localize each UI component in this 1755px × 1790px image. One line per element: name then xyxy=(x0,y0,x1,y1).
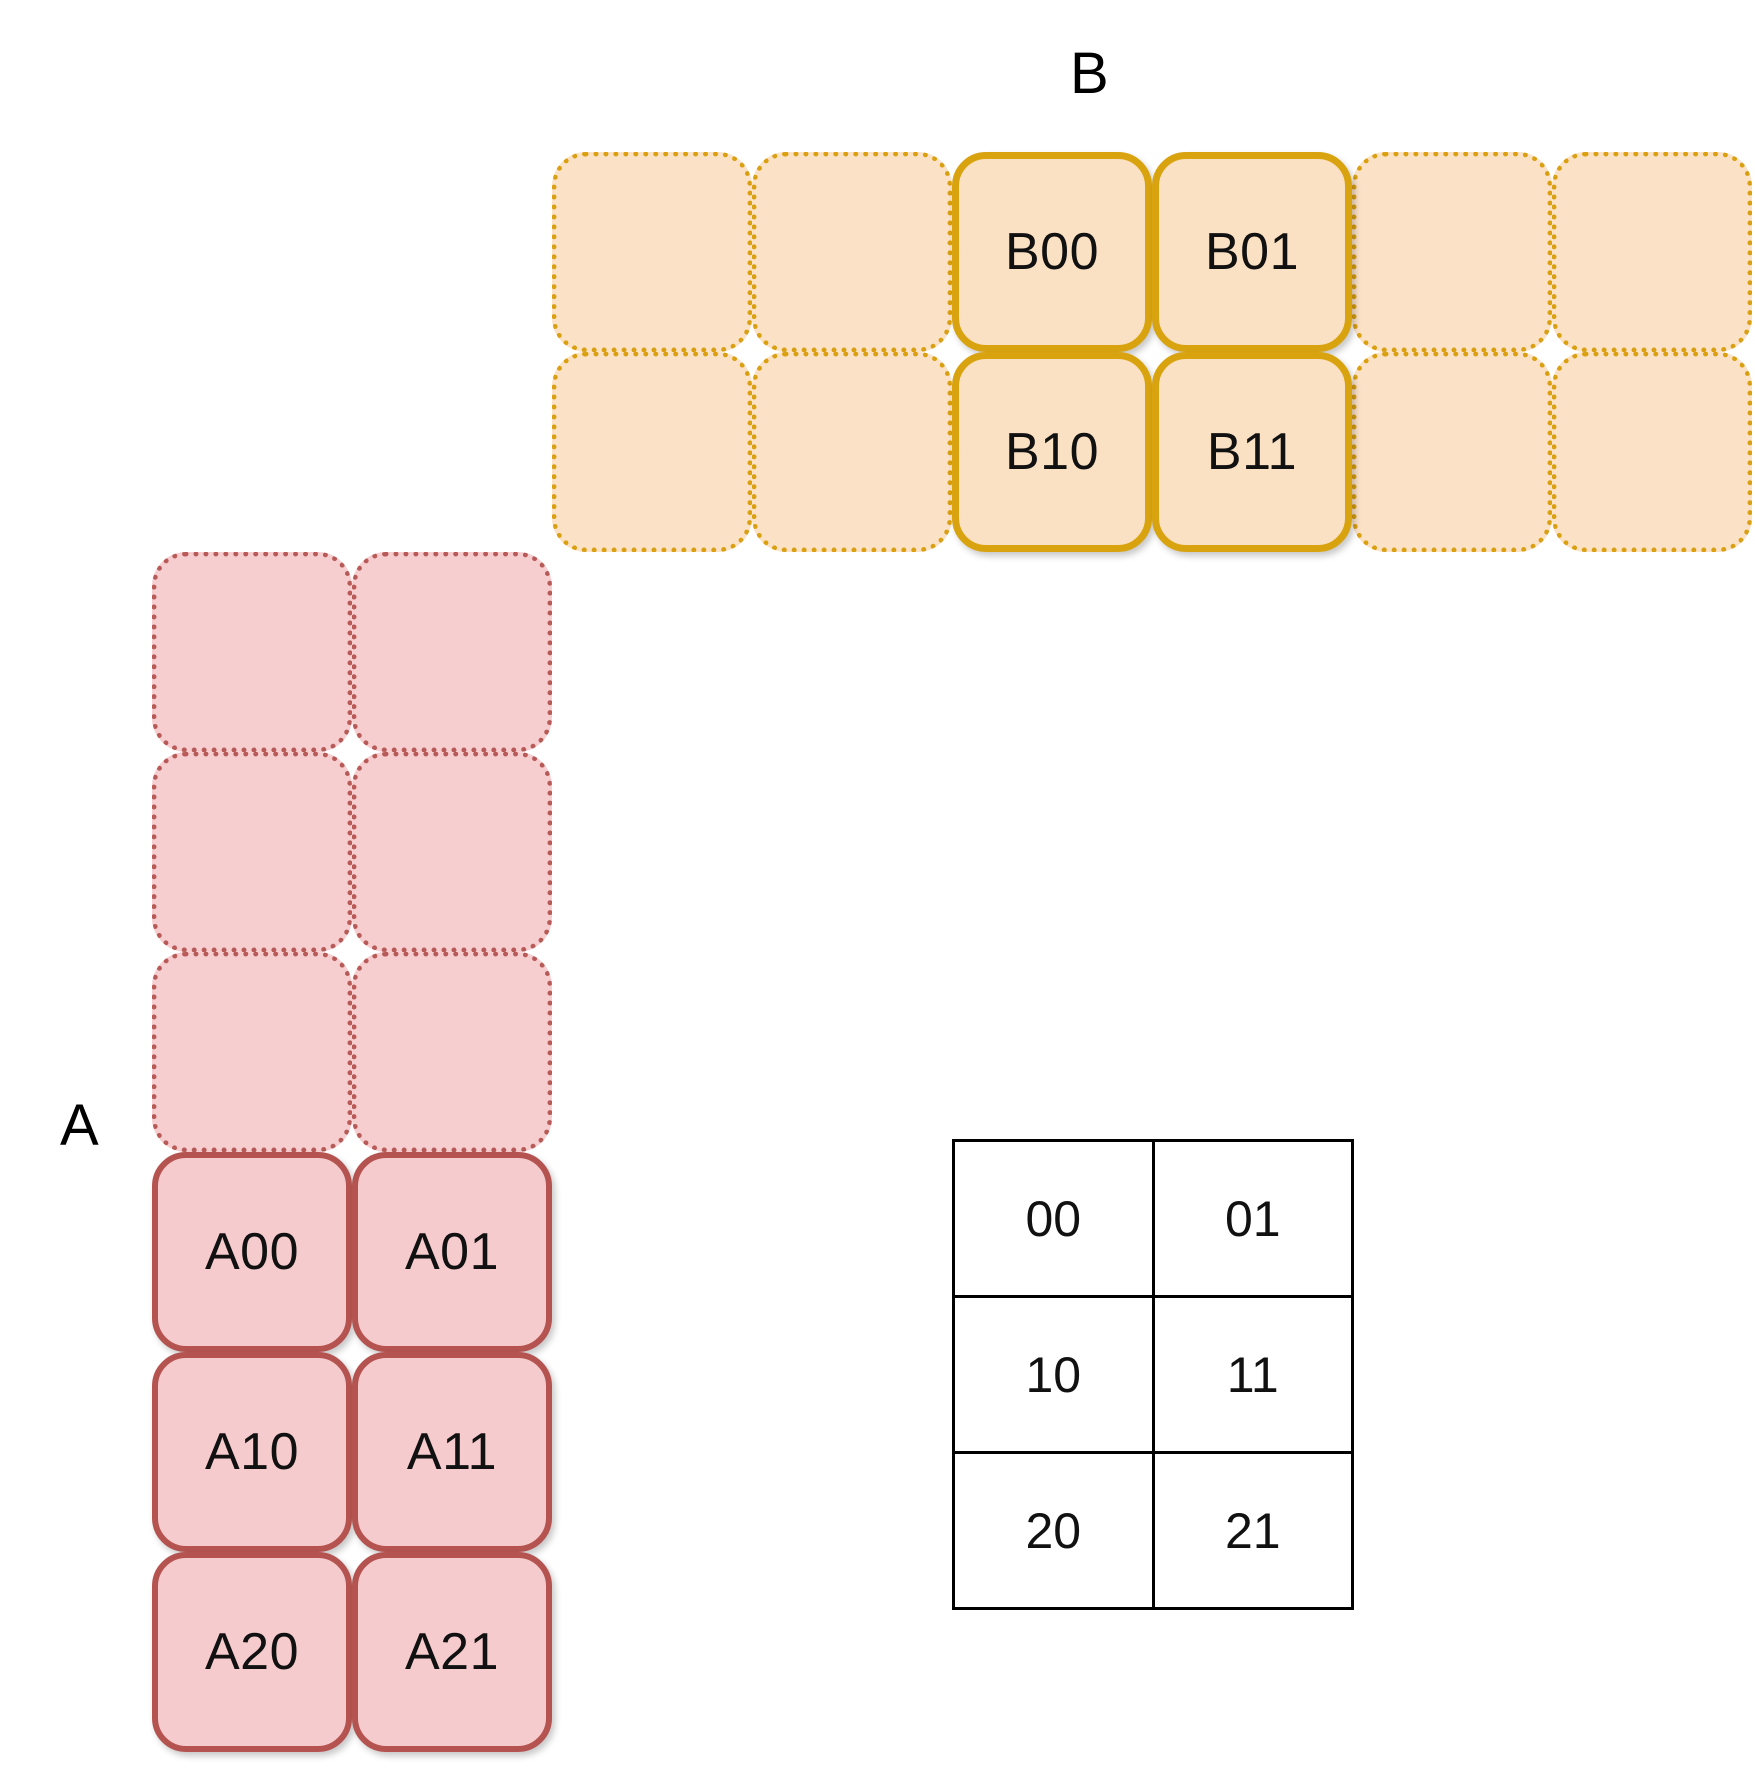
matrix-b-ghost-cell xyxy=(1352,352,1552,552)
matrix-a-cell-label: A21 xyxy=(404,1623,500,1681)
matrix-a-cell-a00[interactable]: A00 xyxy=(152,1152,352,1352)
result-cell-20: 20 xyxy=(952,1451,1155,1610)
matrix-b-cell-b00[interactable]: B00 xyxy=(952,152,1152,352)
matrix-a-cell-a11[interactable]: A11 xyxy=(352,1352,552,1552)
matrix-b-cell-b01[interactable]: B01 xyxy=(1152,152,1352,352)
result-cell-11: 11 xyxy=(1151,1295,1354,1454)
matrix-a-label: A xyxy=(60,1093,99,1158)
matrix-a-cell-a20[interactable]: A20 xyxy=(152,1552,352,1752)
matrix-a-ghost-cell xyxy=(352,952,552,1152)
matrix-b-cell-label: B00 xyxy=(1004,223,1100,281)
matrix-a-cell-a10[interactable]: A10 xyxy=(152,1352,352,1552)
matrix-b-ghost-cell xyxy=(1552,352,1752,552)
matrix-a-cell-label: A00 xyxy=(204,1223,300,1281)
matrix-b-cell-label: B10 xyxy=(1004,423,1100,481)
result-cell-00: 00 xyxy=(952,1139,1155,1298)
matrix-a-ghost-cell xyxy=(352,752,552,952)
result-cell-10: 10 xyxy=(952,1295,1155,1454)
matrix-b-ghost-cell xyxy=(752,352,952,552)
matrix-b-ghost-cell xyxy=(552,352,752,552)
matrix-b-cell-b11[interactable]: B11 xyxy=(1152,352,1352,552)
result-cell-21: 21 xyxy=(1151,1451,1354,1610)
matrix-b-ghost-cell xyxy=(752,152,952,352)
matrix-b-ghost-cell xyxy=(1352,152,1552,352)
matrix-a-ghost-cell xyxy=(152,552,352,752)
matrix-a-ghost-cell xyxy=(352,552,552,752)
matrix-b-ghost-cell xyxy=(552,152,752,352)
matrix-b-cell-label: B01 xyxy=(1204,223,1300,281)
matrix-a-cell-label: A20 xyxy=(204,1623,300,1681)
matrix-a-ghost-cell xyxy=(152,952,352,1152)
matrix-b-label: B xyxy=(1070,41,1109,106)
matrix-a-cell-label: A10 xyxy=(204,1423,300,1481)
matrix-a-cell-a01[interactable]: A01 xyxy=(352,1152,552,1352)
matrix-a-cell-a21[interactable]: A21 xyxy=(352,1552,552,1752)
matrix-a-cell-label: A11 xyxy=(406,1423,498,1481)
result-cell-01: 01 xyxy=(1151,1139,1354,1298)
matrix-a-cell-label: A01 xyxy=(404,1223,500,1281)
matrix-b-cell-label: B11 xyxy=(1206,423,1298,481)
matrix-b-cell-b10[interactable]: B10 xyxy=(952,352,1152,552)
matrix-a-ghost-cell xyxy=(152,752,352,952)
matrix-b-ghost-cell xyxy=(1552,152,1752,352)
